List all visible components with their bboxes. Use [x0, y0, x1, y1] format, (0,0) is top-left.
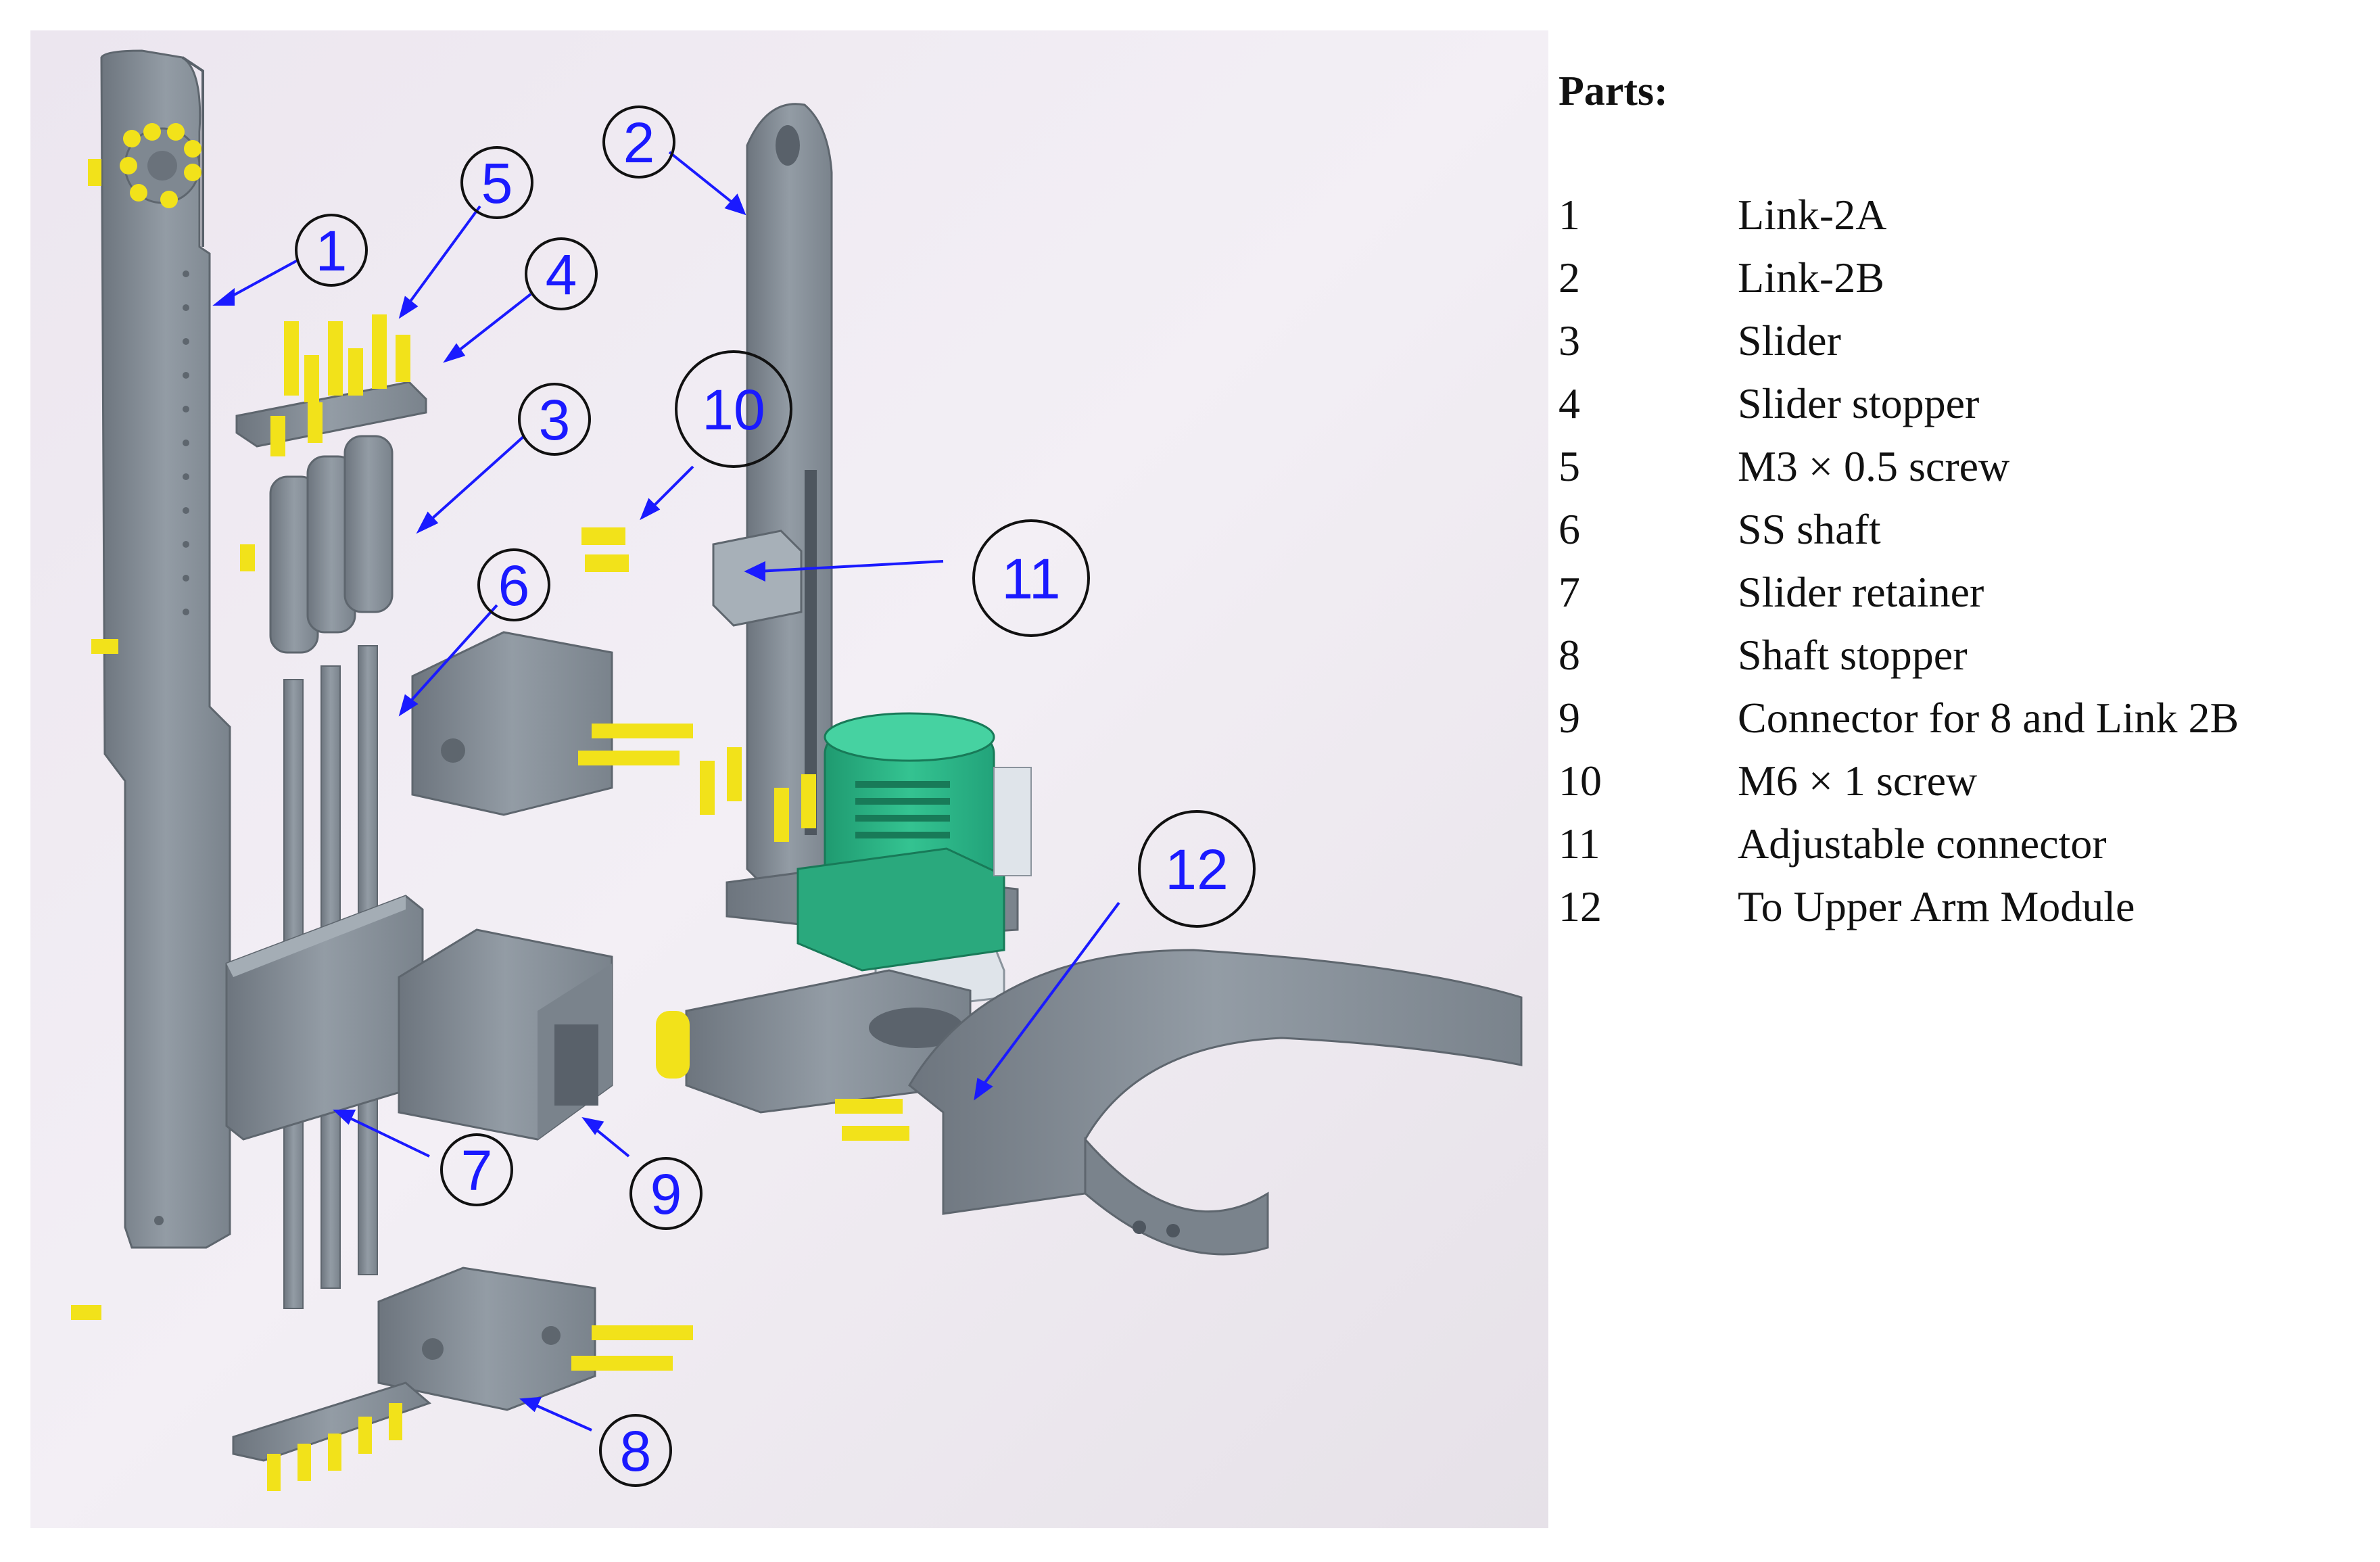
- legend-number: 1: [1558, 191, 1580, 239]
- legend-number: 3: [1558, 316, 1580, 364]
- callout-12: 12: [1138, 810, 1256, 928]
- legend-part-name: Slider stopper: [1738, 379, 1980, 427]
- part-m3-screws: [270, 314, 410, 456]
- callout-arrows: [212, 151, 1120, 1431]
- legend-row: 1 Link-2A: [1558, 186, 2370, 244]
- legend-part-name: Adjustable connector: [1738, 820, 2107, 868]
- legend-number: 4: [1558, 379, 1580, 427]
- callout-10: 10: [675, 350, 792, 468]
- callout-circles: 1 2 3 4 5 6 7 8 9 10 11 12: [295, 105, 1256, 1487]
- exploded-assembly-render: 1 2 3 4 5 6 7 8 9 10 11 12: [30, 30, 1548, 1528]
- legend-number: 10: [1558, 757, 1602, 805]
- callout-1: 1: [295, 214, 368, 287]
- legend-part-name: Connector for 8 and Link 2B: [1738, 694, 2239, 742]
- legend-number: 12: [1558, 882, 1602, 930]
- legend-row: 9 Connector for 8 and Link 2B: [1558, 689, 2370, 747]
- link-2a-hole-column: [154, 270, 189, 1225]
- svg-text:2: 2: [623, 111, 655, 174]
- svg-text:1: 1: [316, 219, 348, 283]
- svg-text:6: 6: [498, 554, 530, 617]
- legend-number: 6: [1558, 505, 1580, 553]
- part-slider: [269, 435, 394, 654]
- legend-number: 2: [1558, 254, 1580, 302]
- legend-part-name: Shaft stopper: [1738, 631, 1968, 679]
- callout-3: 3: [518, 383, 591, 456]
- svg-text:5: 5: [481, 151, 513, 215]
- legend-row: 8 Shaft stopper: [1558, 626, 2370, 684]
- part-slider-retainer: [225, 895, 424, 1141]
- callout-11: 11: [972, 519, 1090, 637]
- legend-part-name: To Upper Arm Module: [1738, 882, 2135, 930]
- legend-part-name: M6 × 1 screw: [1738, 757, 1978, 805]
- legend-row: 5 M3 × 0.5 screw: [1558, 437, 2370, 496]
- legend-row: 4 Slider stopper: [1558, 375, 2370, 433]
- part-m6-screws: [581, 527, 816, 842]
- part-lower-plate: [232, 1381, 431, 1491]
- part-upper-arm-module: [656, 949, 1523, 1256]
- legend-number: 11: [1558, 820, 1600, 868]
- callout-2: 2: [602, 105, 675, 179]
- legend-part-name: M3 × 0.5 screw: [1738, 442, 2010, 490]
- legend-number: 9: [1558, 694, 1580, 742]
- callout-4: 4: [525, 237, 598, 310]
- svg-text:4: 4: [546, 243, 577, 306]
- legend-row: 6 SS shaft: [1558, 500, 2370, 559]
- svg-text:10: 10: [702, 378, 765, 442]
- legend-title: Parts:: [1558, 68, 1668, 114]
- callout-7: 7: [440, 1133, 513, 1206]
- legend-part-name: Link-2B: [1738, 254, 1884, 302]
- legend-part-name: Link-2A: [1738, 191, 1887, 239]
- legend-row: 2 Link-2B: [1558, 249, 2370, 307]
- callout-8: 8: [599, 1414, 672, 1487]
- legend-number: 5: [1558, 442, 1580, 490]
- link-2a-bolt-circle: [71, 123, 255, 1320]
- part-link-2b: [746, 103, 833, 891]
- svg-text:11: 11: [1001, 547, 1060, 611]
- part-servo-motor: [796, 712, 1032, 972]
- svg-text:9: 9: [650, 1162, 682, 1226]
- part-adjustable-connector: [712, 529, 803, 627]
- legend-row: 7 Slider retainer: [1558, 563, 2370, 621]
- legend-number: 8: [1558, 631, 1580, 679]
- legend-part-name: Slider: [1738, 316, 1841, 364]
- legend-row: 3 Slider: [1558, 312, 2370, 370]
- legend-part-name: SS shaft: [1738, 505, 1881, 553]
- legend-number: 7: [1558, 568, 1580, 616]
- legend-row: 10 M6 × 1 screw: [1558, 752, 2370, 810]
- callout-9: 9: [629, 1157, 703, 1230]
- parts-legend: Parts: 1 Link-2A 2 Link-2B 3 Slider 4 Sl…: [1558, 68, 2370, 947]
- legend-row: 12 To Upper Arm Module: [1558, 878, 2370, 936]
- callout-5: 5: [460, 146, 533, 219]
- part-lower-stopper-block: [377, 1267, 693, 1411]
- part-shaft-stopper: [411, 631, 693, 816]
- callout-6: 6: [477, 548, 550, 621]
- legend-part-name: Slider retainer: [1738, 568, 1984, 616]
- svg-text:3: 3: [539, 388, 571, 452]
- svg-text:7: 7: [461, 1139, 493, 1202]
- legend-row: 11 Adjustable connector: [1558, 815, 2370, 873]
- svg-text:12: 12: [1165, 838, 1228, 901]
- part-connector-9: [398, 928, 613, 1141]
- svg-text:8: 8: [620, 1419, 652, 1483]
- part-link-2a: [100, 49, 231, 1249]
